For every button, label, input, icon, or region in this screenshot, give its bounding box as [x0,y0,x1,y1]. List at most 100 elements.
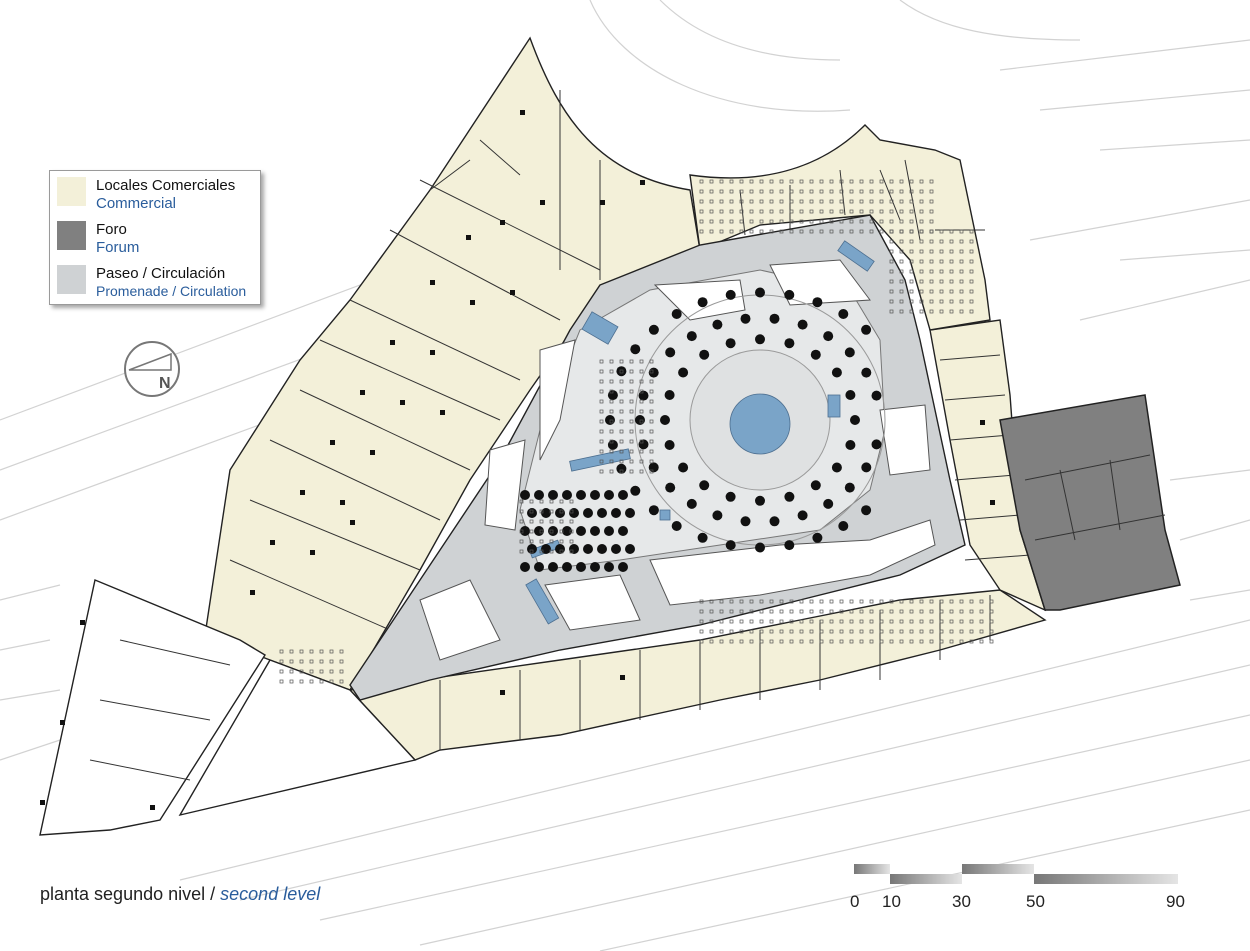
seat-mark [609,449,614,454]
seat-mark [779,219,784,224]
commercial-blocks [39,36,1047,836]
seat-mark [909,629,914,634]
legend-swatch-promenade [57,265,86,294]
seat-mark [859,209,864,214]
seat-mark [869,619,874,624]
seat-mark [519,499,524,504]
seat-mark [909,179,914,184]
tree-icon [534,490,544,500]
seat-mark [599,389,604,394]
seat-mark [709,599,714,604]
seat-mark [569,549,574,554]
tree-icon [527,544,537,554]
seat-mark [809,219,814,224]
tree-icon [562,526,572,536]
seat-mark [789,629,794,634]
tree-icon [665,482,676,493]
tree-icon [576,490,586,500]
seat-mark [959,269,964,274]
seat-mark [899,269,904,274]
seat-mark [339,649,344,654]
seat-mark [969,269,974,274]
seat-mark [619,469,624,474]
seat-mark [989,599,994,604]
tree-icon [671,309,682,319]
seat-mark [609,429,614,434]
seat-mark [939,269,944,274]
seat-mark [299,659,304,664]
scale-bar: 0 10 30 50 90 [840,860,1200,920]
seat-mark [899,249,904,254]
tree-icon [569,508,579,518]
seat-mark [319,649,324,654]
seat-mark [909,189,914,194]
seat-mark [699,229,704,234]
seat-mark [969,599,974,604]
seat-mark [719,179,724,184]
seat-mark [829,179,834,184]
seat-mark [749,209,754,214]
seat-mark [279,649,284,654]
seat-mark [889,289,894,294]
seat-mark [789,619,794,624]
seat-mark [899,299,904,304]
seat-mark [859,199,864,204]
seat-mark [929,259,934,264]
seat-mark [799,619,804,624]
seat-mark [639,399,644,404]
seat-mark [729,609,734,614]
seat-mark [989,629,994,634]
seat-mark [919,219,924,224]
seat-mark [629,399,634,404]
seat-mark [549,509,554,514]
seat-mark [889,629,894,634]
tree-icon [725,289,736,300]
seat-mark [709,209,714,214]
structural-columns [40,110,995,810]
seat-mark [279,659,284,664]
seat-mark [699,619,704,624]
seat-mark [649,419,654,424]
seat-mark [919,179,924,184]
seat-mark [739,199,744,204]
commercial-south-row [348,589,1047,761]
tree-icon [871,439,882,450]
seat-mark [899,189,904,194]
seat-mark [909,239,914,244]
seat-mark [599,409,604,414]
seat-mark [909,279,914,284]
seat-mark [629,469,634,474]
seat-mark [539,549,544,554]
seat-mark [619,439,624,444]
seat-mark [899,219,904,224]
legend-item-forum: Foro Forum [50,215,260,257]
tree-icon [671,521,682,531]
legend-item-promenade: Paseo / Circulación Promenade / Circulat… [50,259,260,301]
seat-mark [939,619,944,624]
seat-mark [319,659,324,664]
seat-mark [609,369,614,374]
seat-mark [929,189,934,194]
seat-mark [759,609,764,614]
seat-mark [609,409,614,414]
seat-mark [829,209,834,214]
seat-mark [859,609,864,614]
seat-mark [649,409,654,414]
seat-mark [979,609,984,614]
tree-icon [597,544,607,554]
seat-mark [909,249,914,254]
seat-mark [879,619,884,624]
seat-mark [549,539,554,544]
seat-mark [599,469,604,474]
seat-mark [769,189,774,194]
seat-mark [969,249,974,254]
seat-mark [939,229,944,234]
legend-label-es: Locales Comerciales [96,177,236,194]
seat-mark [839,209,844,214]
commercial-partitions [89,90,1031,781]
seat-mark [789,219,794,224]
tree-icon [548,490,558,500]
seat-mark [929,599,934,604]
seat-mark [979,619,984,624]
north-label: N [159,375,171,392]
